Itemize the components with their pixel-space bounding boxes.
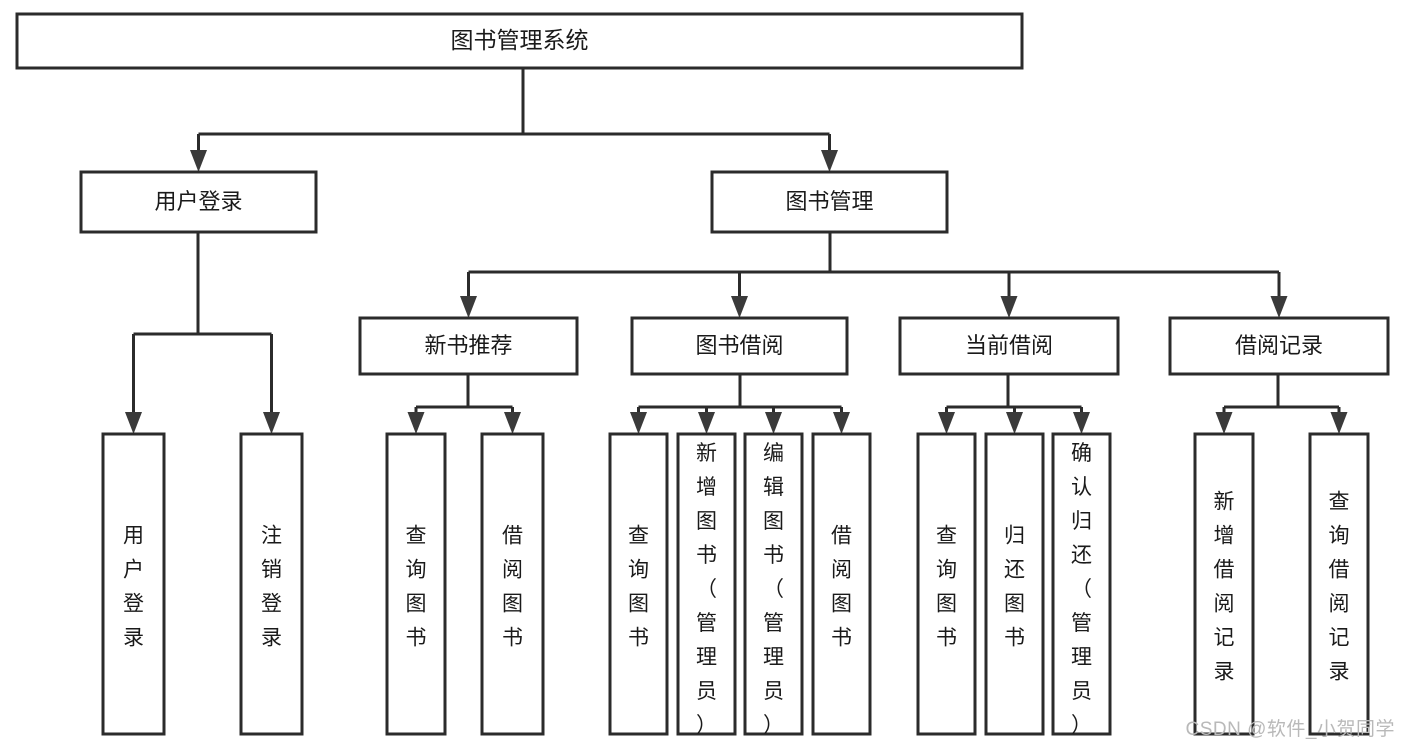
- node-label: 新书推荐: [424, 333, 512, 358]
- arrow-head-icon: [938, 412, 955, 434]
- node-label: 查询借阅记录: [1329, 491, 1350, 684]
- node-box[interactable]: [608, 432, 669, 736]
- node-user-login[interactable]: 用户登录: [79, 170, 318, 234]
- node-box[interactable]: [630, 316, 849, 376]
- node-label: 借阅图书: [831, 525, 852, 650]
- connector-group-book-manage: [460, 232, 1288, 318]
- connector-group-book-borrow: [630, 374, 850, 434]
- node-box[interactable]: [1193, 432, 1255, 736]
- arrow-head-icon: [1006, 412, 1023, 434]
- node-leaf-confirm-return[interactable]: 确认归还（管理员）: [1051, 432, 1112, 737]
- node-box[interactable]: [1168, 316, 1390, 376]
- arrow-head-icon: [1000, 296, 1018, 318]
- node-leaf-query-book-2[interactable]: 查询图书: [608, 432, 669, 736]
- node-root[interactable]: 图书管理系统: [15, 12, 1024, 70]
- node-label: 借阅图书: [502, 525, 523, 650]
- arrow-head-icon: [821, 150, 838, 172]
- node-box[interactable]: [984, 432, 1045, 736]
- connector-group-user-login: [125, 232, 280, 434]
- node-label: 图书借阅: [695, 333, 783, 358]
- connector-group-borrow-record: [1215, 374, 1348, 434]
- node-leaf-user-login[interactable]: 用户登录: [101, 432, 166, 736]
- arrow-head-icon: [1215, 412, 1233, 434]
- node-leaf-add-book[interactable]: 新增图书（管理员）: [676, 432, 737, 737]
- node-label: 查询图书: [406, 525, 427, 650]
- node-label: 用户登录: [154, 189, 242, 214]
- arrow-head-icon: [1073, 412, 1090, 434]
- arrow-head-icon: [630, 412, 647, 434]
- arrow-head-icon: [1270, 296, 1288, 318]
- node-label: 注销登录: [261, 525, 282, 650]
- node-leaf-user-logout[interactable]: 注销登录: [239, 432, 304, 736]
- node-box[interactable]: [385, 432, 447, 736]
- node-leaf-query-record[interactable]: 查询借阅记录: [1308, 432, 1370, 736]
- node-current-borrow[interactable]: 当前借阅: [898, 316, 1120, 376]
- arrow-head-icon: [1330, 412, 1348, 434]
- node-leaf-borrow-book-2[interactable]: 借阅图书: [811, 432, 872, 736]
- node-box[interactable]: [710, 170, 949, 234]
- node-label: 借阅记录: [1235, 333, 1323, 358]
- node-label: 新增图书（管理员）: [696, 442, 717, 737]
- arrow-head-icon: [833, 412, 850, 434]
- arrow-head-icon: [698, 412, 715, 434]
- node-leaf-edit-book[interactable]: 编辑图书（管理员）: [743, 432, 804, 737]
- node-box[interactable]: [1051, 432, 1112, 736]
- node-box[interactable]: [101, 432, 166, 736]
- node-leaf-add-record[interactable]: 新增借阅记录: [1193, 432, 1255, 736]
- node-label: 查询图书: [628, 525, 649, 650]
- arrow-head-icon: [460, 296, 477, 318]
- node-leaf-query-book-3[interactable]: 查询图书: [916, 432, 977, 736]
- node-label: 新增借阅记录: [1214, 491, 1235, 684]
- connector-group-current-borrow: [938, 374, 1090, 434]
- node-label: 归还图书: [1004, 525, 1025, 650]
- arrow-head-icon: [125, 412, 142, 434]
- node-box[interactable]: [916, 432, 977, 736]
- node-box[interactable]: [79, 170, 318, 234]
- node-leaf-borrow-book-1[interactable]: 借阅图书: [480, 432, 545, 736]
- node-box[interactable]: [480, 432, 545, 736]
- node-box[interactable]: [898, 316, 1120, 376]
- node-borrow-record[interactable]: 借阅记录: [1168, 316, 1390, 376]
- arrow-head-icon: [731, 296, 748, 318]
- arrow-head-icon: [190, 150, 207, 172]
- node-label: 图书管理系统: [451, 27, 589, 53]
- node-label: 查询图书: [936, 525, 957, 650]
- connector-layer: [125, 68, 1348, 434]
- node-label: 编辑图书（管理员）: [763, 442, 784, 737]
- node-box[interactable]: [239, 432, 304, 736]
- node-box[interactable]: [743, 432, 804, 736]
- arrow-head-icon: [765, 412, 782, 434]
- connector-group-root: [190, 68, 838, 172]
- connector-group-new-book-recommend: [407, 374, 521, 434]
- node-box[interactable]: [676, 432, 737, 736]
- node-box[interactable]: [15, 12, 1024, 70]
- arrow-head-icon: [263, 412, 280, 434]
- arrow-head-icon: [504, 412, 521, 434]
- node-label: 用户登录: [123, 525, 144, 650]
- node-box[interactable]: [1308, 432, 1370, 736]
- node-book-borrow[interactable]: 图书借阅: [630, 316, 849, 376]
- arrow-head-icon: [407, 412, 425, 434]
- node-label: 当前借阅: [965, 333, 1053, 358]
- node-book-manage[interactable]: 图书管理: [710, 170, 949, 234]
- node-layer: 图书管理系统用户登录图书管理新书推荐图书借阅当前借阅借阅记录用户登录注销登录查询…: [15, 12, 1390, 737]
- node-new-book-recommend[interactable]: 新书推荐: [358, 316, 579, 376]
- node-box[interactable]: [358, 316, 579, 376]
- node-box[interactable]: [811, 432, 872, 736]
- node-leaf-query-book-1[interactable]: 查询图书: [385, 432, 447, 736]
- node-label: 确认归还（管理员）: [1071, 442, 1092, 737]
- node-leaf-return-book[interactable]: 归还图书: [984, 432, 1045, 736]
- node-label: 图书管理: [785, 189, 873, 214]
